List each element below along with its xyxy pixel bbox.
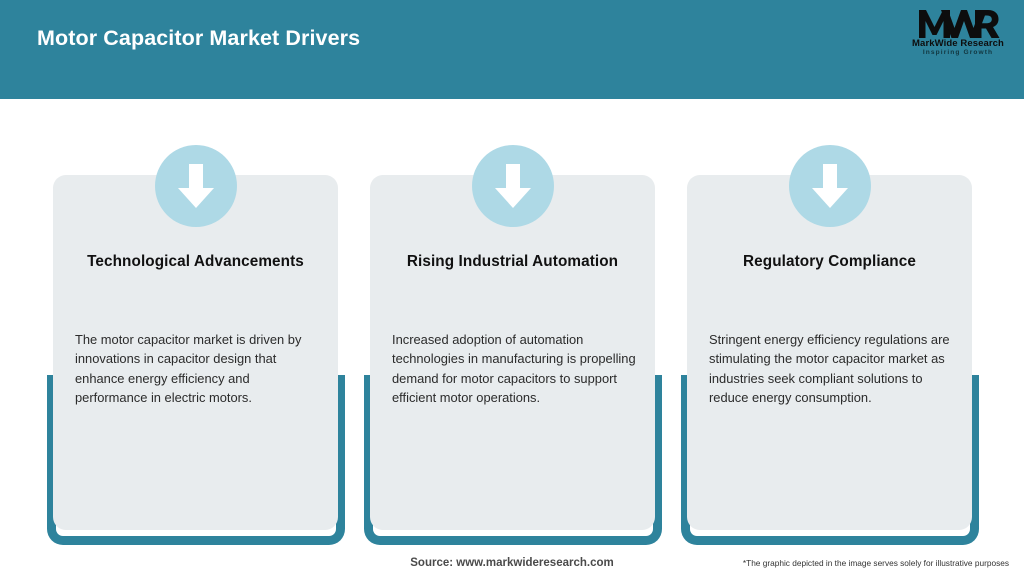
down-arrow-icon-3 [789,145,871,227]
card-title-3: Regulatory Compliance [743,253,916,270]
disclaimer-note: *The graphic depicted in the image serve… [742,558,1009,568]
card-body-3: Stringent energy efficiency regulations … [709,332,950,406]
card-title-1: Technological Advancements [87,253,304,270]
source-note: Source: www.markwideresearch.com [410,557,614,569]
card-title-2: Rising Industrial Automation [406,253,619,270]
down-arrow-icon-2 [472,145,554,227]
company-logo: MarkWide Research Inspiring Growth [906,9,1010,61]
down-arrow-glyph-2 [495,164,531,208]
down-arrow-glyph-3 [812,164,848,208]
card-body-2: Increased adoption of automation technol… [392,332,636,406]
card-panel-1[interactable]: Technological Advancements The motor cap… [53,175,338,530]
card-panel-3[interactable]: Regulatory Compliance Stringent energy e… [687,175,972,530]
card-frame-accent-3 [681,375,979,545]
logo-company-name: MarkWide Research [912,38,1004,49]
down-arrow-glyph-1 [178,164,214,208]
header-band [0,0,1024,99]
down-arrow-icon-1 [155,145,237,227]
card-frame-accent-2 [364,375,662,545]
card-body-1: The motor capacitor market is driven by … [75,332,302,406]
card-panel-2[interactable]: Rising Industrial Automation Increased a… [370,175,655,530]
logo-tagline: Inspiring Growth [922,49,994,56]
page-title: Motor Capacitor Market Drivers [37,26,361,50]
mwr-monogram-icon [919,10,1000,38]
card-frame-accent-1 [47,375,345,545]
